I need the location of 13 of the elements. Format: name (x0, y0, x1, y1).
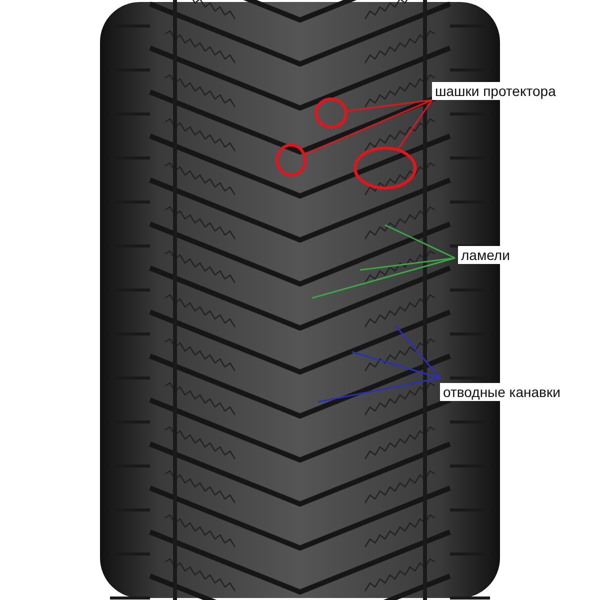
leader-line (304, 99, 432, 156)
leader-line (384, 224, 456, 259)
leader-line (352, 351, 440, 379)
highlight-circle (314, 98, 348, 128)
leader-line (394, 324, 441, 378)
leader-line (318, 377, 440, 403)
callout-label: шашки протектора (432, 82, 559, 100)
leader-line (396, 100, 433, 150)
highlight-circle (276, 144, 306, 176)
leader-line (312, 257, 456, 299)
highlight-circle (354, 146, 416, 190)
leader-line (360, 257, 456, 271)
leader-line (346, 99, 432, 112)
